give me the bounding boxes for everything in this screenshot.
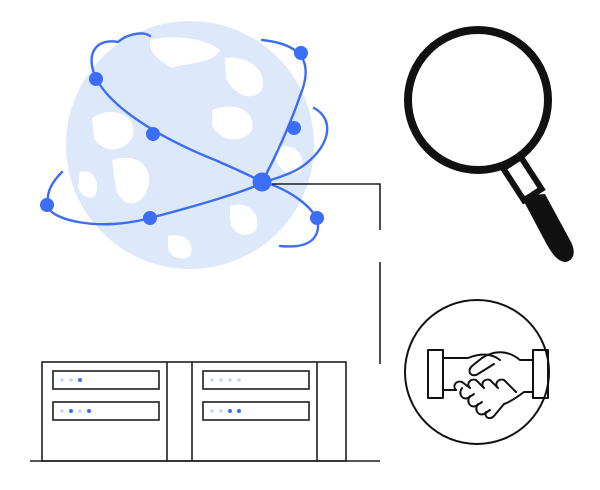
server-drive-bay [202,401,310,421]
network-node [287,121,301,135]
server-drive-bay [52,401,160,421]
server-drive-bay [202,370,310,390]
orbit-nodes [40,46,324,225]
server-cabinet [41,361,347,462]
network-node [310,211,324,225]
magnifying-glass-icon [404,26,574,262]
globe-continents [78,37,303,259]
network-node [40,198,54,212]
network-node [143,211,157,225]
left-cuff [427,349,444,399]
globe-network-icon [40,21,329,269]
network-hub-node [252,172,272,192]
network-node [294,46,308,60]
network-node [146,127,160,141]
orbit-paths [46,32,329,248]
connector-line [272,183,381,364]
network-node [89,72,103,86]
right-cuff [532,349,549,399]
server-status-lights [60,378,241,413]
server-rack-icon [30,361,380,462]
handshake-icon [404,299,550,445]
server-drive-bay [52,370,160,390]
